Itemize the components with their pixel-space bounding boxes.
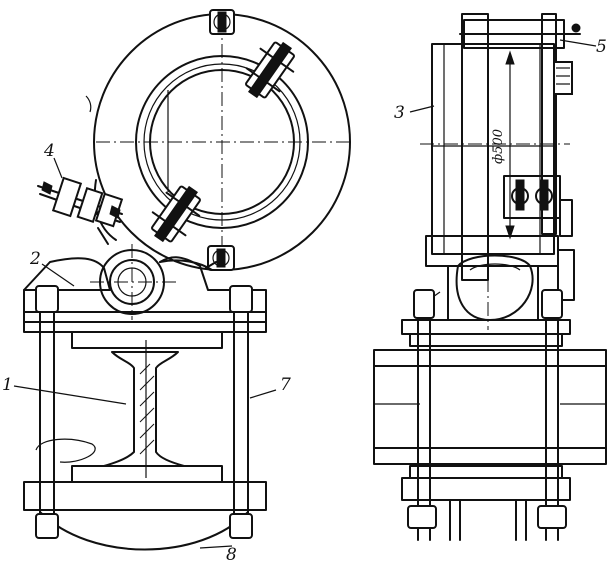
bracket [23,244,267,323]
bottom-plate [23,465,267,551]
radial-bolt-lower [151,185,201,243]
rail-side [373,349,607,465]
clamp-block [503,175,573,237]
label-part-8: 8 [226,545,237,565]
left-view: 4 2 1 7 8 [2,9,351,565]
housing-body [420,14,570,330]
label-part-1: 1 [2,375,13,395]
ring-housing [85,13,351,271]
label-part-4: 4 [43,141,55,161]
label-part-5: 5 [596,37,607,57]
lower-bolt [207,245,235,271]
rail-section [103,340,185,478]
diameter-dimension: ф500 [491,50,515,240]
adjuster-assembly [37,176,124,245]
top-bar [459,13,581,281]
right-tie-rods [407,289,567,541]
label-part-2: 2 [29,249,41,269]
diameter-label: ф500 [491,129,506,164]
right-view: ф500 [373,13,607,541]
cross-plate-bottom [401,465,571,541]
right-leaders [409,39,597,113]
cross-plate-top [401,319,571,347]
label-part-3: 3 [394,103,405,123]
top-bolt [209,9,235,35]
label-part-7: 7 [280,375,291,395]
tie-rods [35,285,253,539]
left-leaders [13,157,277,549]
top-plate [23,311,267,349]
radial-bolt-upper [245,41,295,99]
